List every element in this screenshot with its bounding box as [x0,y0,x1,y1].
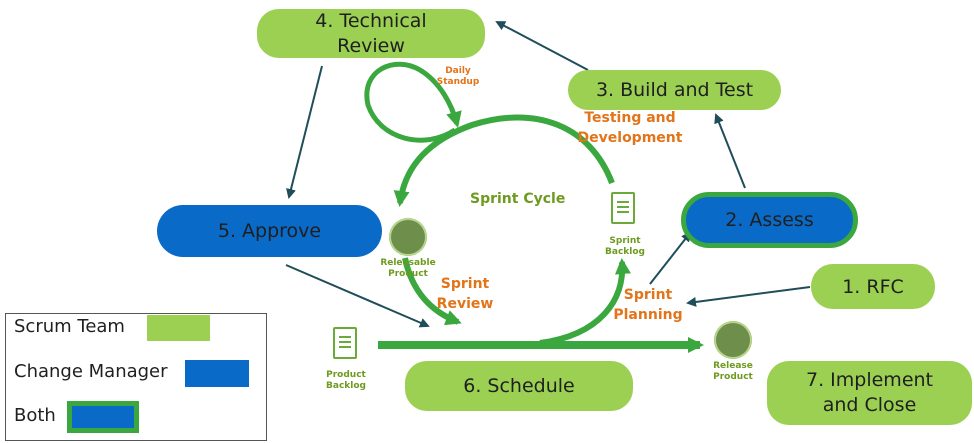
node-schedule-label: 6. Schedule [463,375,575,397]
node-schedule: 6. Schedule [405,361,633,411]
product-backlog-doc-icon [333,327,357,359]
node-rfc-label: 1. RFC [842,275,904,298]
sprint-review-arrow [402,257,462,326]
legend-both-label: Both [14,405,56,426]
node-approve: 5. Approve [157,205,382,257]
node-rfc: 1. RFC [811,264,935,309]
legend-scrum-team-label: Scrum Team [14,316,125,337]
product-backlog-label: Product Backlog [326,370,366,391]
testing-development-label: Testing and Development [577,110,683,146]
daily-standup-loop [364,61,462,143]
sprint-planning-label: Sprint Planning [613,287,683,323]
legend-scrum-team-swatch [147,315,210,341]
node-assess: 2. Assess [681,192,858,248]
release-product-disc-icon [714,321,752,359]
release-product-label: Release Product [713,361,753,382]
legend-change-manager-swatch [185,360,249,387]
node-technical-review: 4. Technical Review [257,9,485,58]
sprint-backlog-label: Sprint Backlog [605,236,645,257]
arrow-assess-to-build [714,113,746,189]
node-implement-close-label: 7. Implement and Close [806,369,933,416]
sprint-backlog-doc-icon [611,192,635,224]
arrow-rfc-to-planning [686,286,811,307]
node-assess-label: 2. Assess [725,209,814,231]
legend-both-swatch [67,401,139,433]
arrow-review-to-approve [286,65,323,199]
releasable-product-disc-icon [389,218,427,256]
sprint-review-label: Sprint Review [436,276,494,312]
node-build-test-label: 3. Build and Test [595,79,754,101]
legend: Scrum Team Change Manager Both [5,313,267,441]
arrow-approve-to-schedule [285,264,430,328]
legend-change-manager-label: Change Manager [14,361,168,382]
arrow-planning-to-assess [649,231,692,285]
sprint-cycle-label: Sprint Cycle [470,191,566,207]
node-approve-label: 5. Approve [217,220,322,242]
node-technical-review-label: 4. Technical Review [315,9,427,57]
sprint-planning-arc [539,258,631,346]
sprint-cycle-arc [393,114,615,207]
daily-standup-label: Daily Standup [436,66,480,87]
node-implement-close: 7. Implement and Close [767,361,972,425]
node-build-test: 3. Build and Test [568,70,781,110]
releasable-product-label: Releasable Product [380,258,436,279]
arrow-build-to-review [495,21,589,71]
